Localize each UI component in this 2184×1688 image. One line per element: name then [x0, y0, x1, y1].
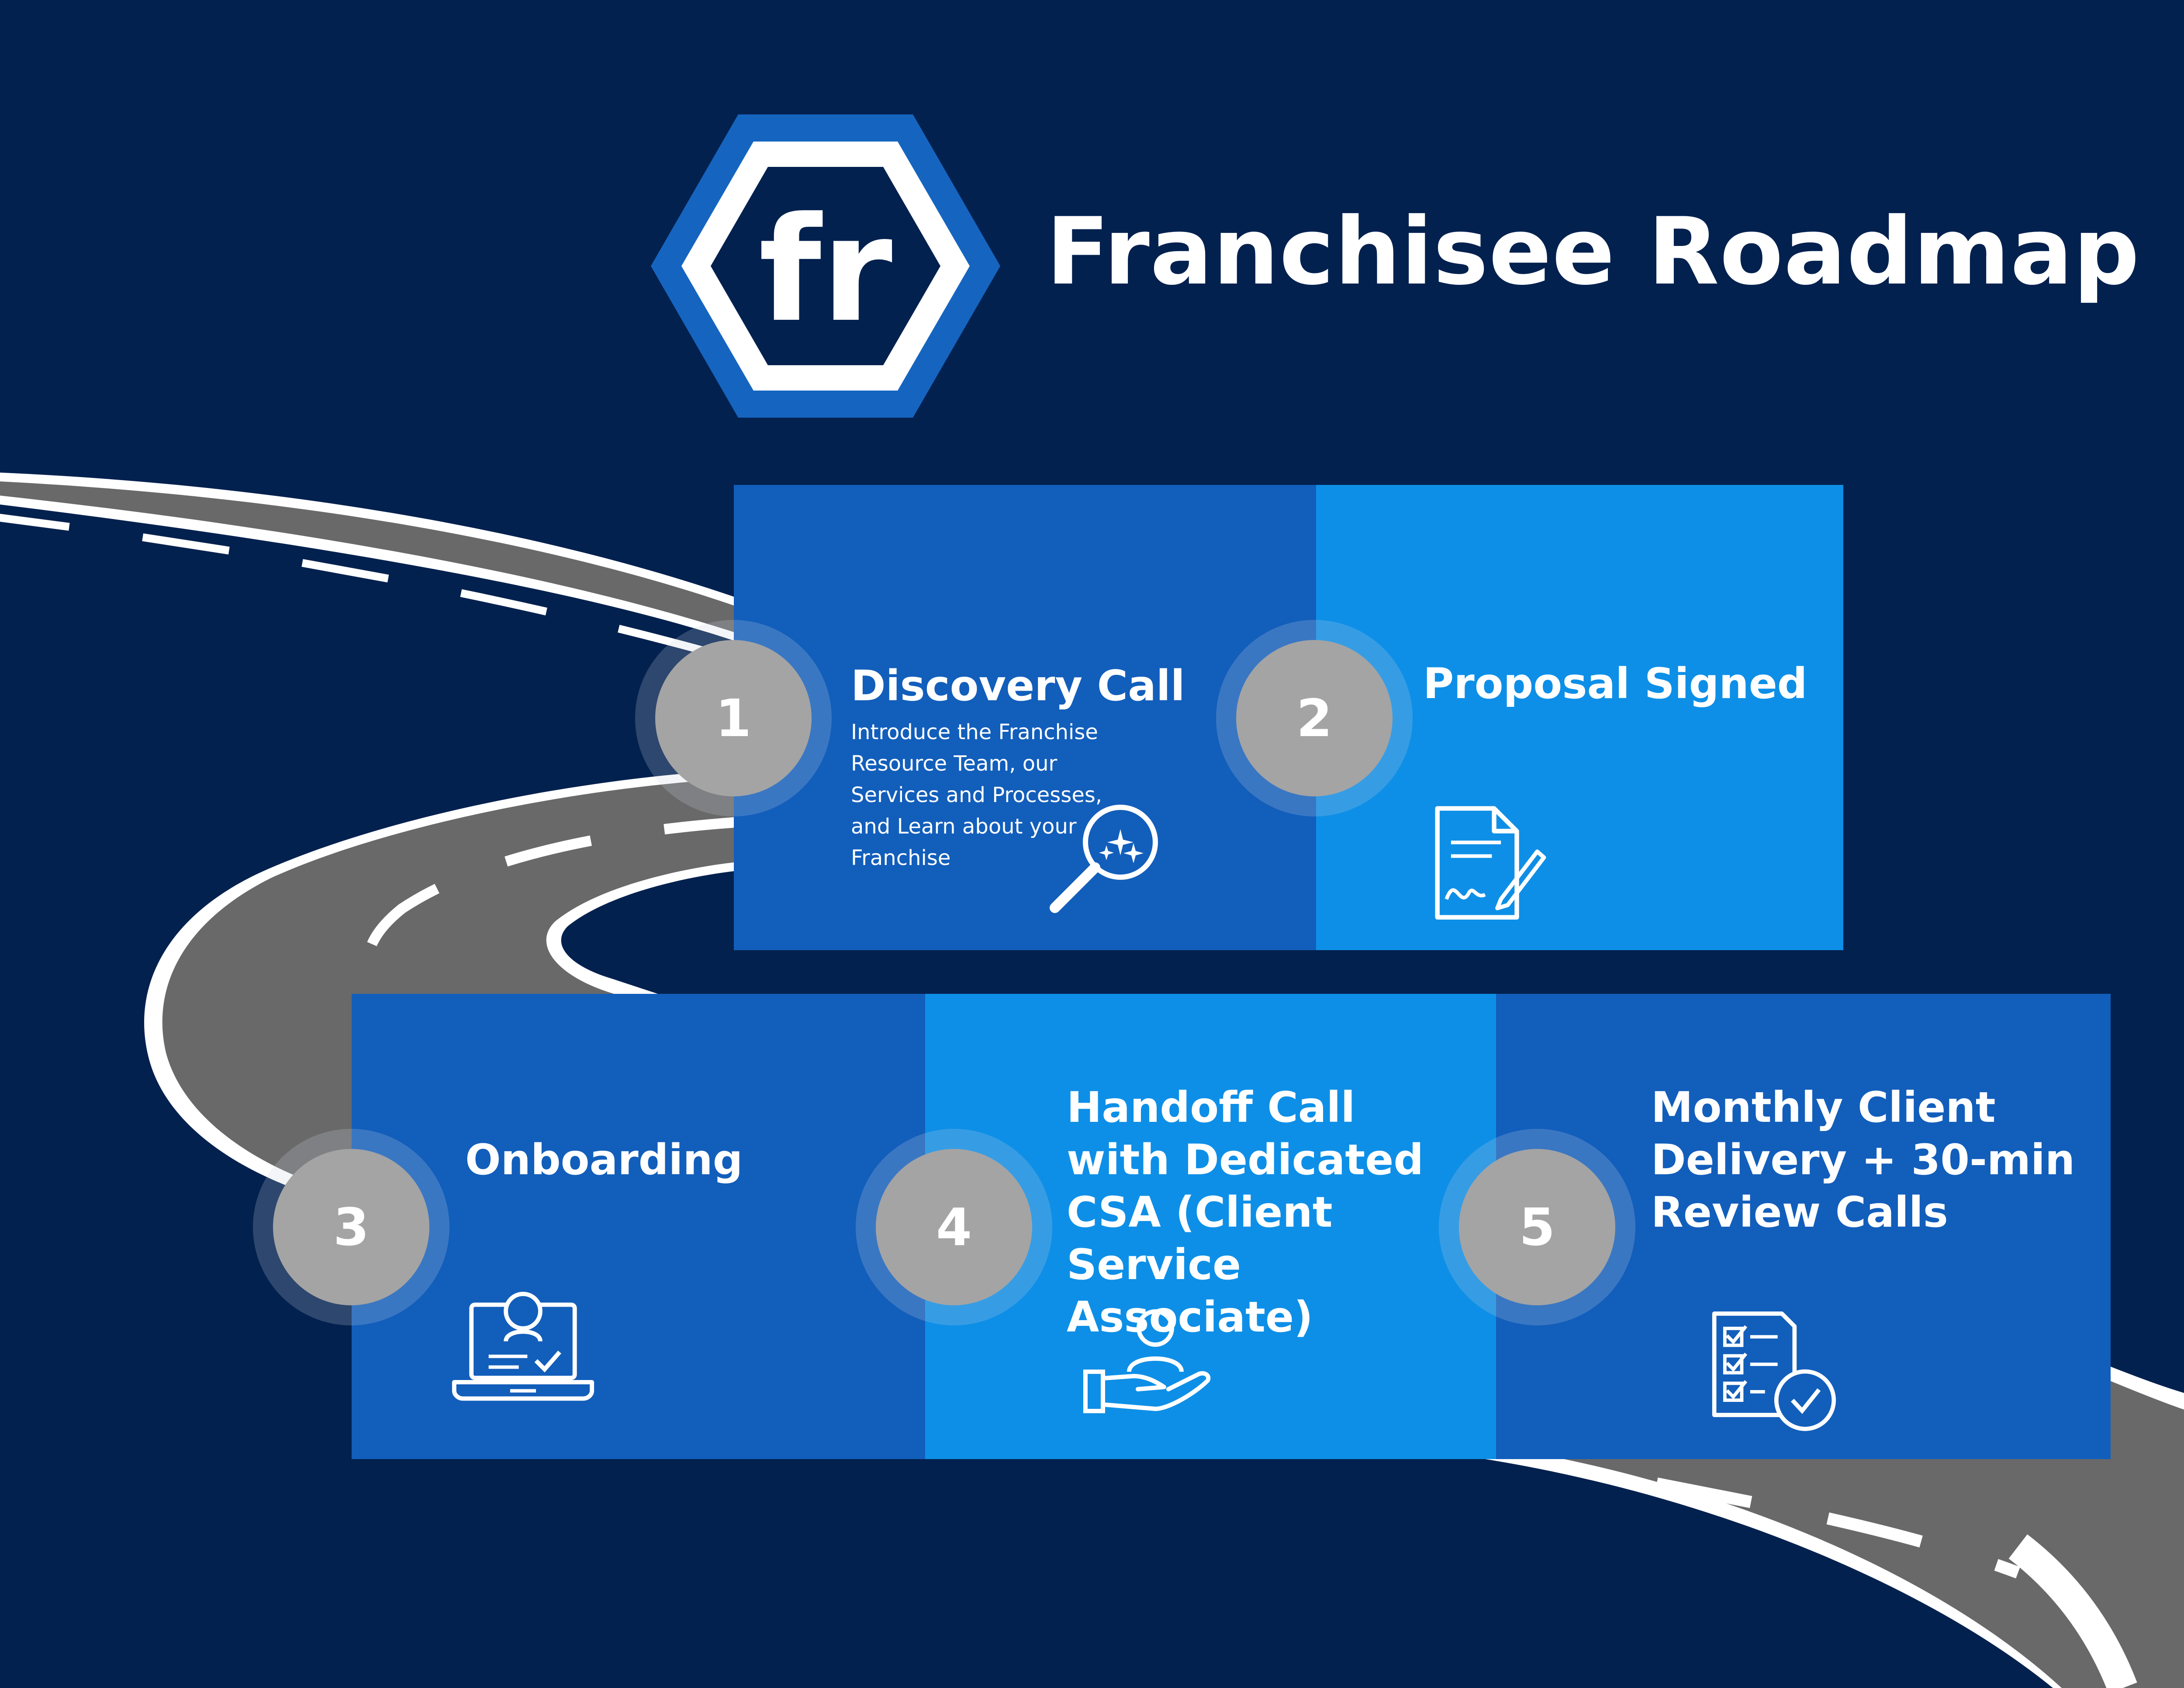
- step-2-title: Proposal Signed: [1423, 659, 1807, 708]
- step-3-number: 3: [273, 1149, 429, 1305]
- road-edge-bottom: [2008, 1534, 2137, 1688]
- road-center-line: [0, 513, 753, 668]
- step-3-title: Onboarding: [465, 1135, 743, 1184]
- logo-hexagon-core: [711, 167, 940, 365]
- logo-text: fr: [759, 186, 894, 354]
- step-1-number: 1: [655, 640, 812, 796]
- hand-person-icon: [1083, 1309, 1211, 1413]
- panel-step-3: [352, 994, 925, 1459]
- step-4-number: 4: [876, 1149, 1032, 1305]
- step-4-title: Handoff Call with Dedicated CSA (Client …: [1067, 1083, 1424, 1342]
- page-title: Franchisee Roadmap: [1046, 197, 2140, 305]
- fr-logo: fr: [651, 114, 1000, 418]
- laptop-person-check-icon: [452, 1292, 594, 1401]
- step-2-number: 2: [1236, 640, 1393, 796]
- step-1-title: Discovery Call: [851, 661, 1185, 710]
- step-5-title: Monthly Client Delivery + 30-min Review …: [1651, 1083, 2075, 1237]
- magnifier-sparkle-icon: [1050, 805, 1158, 913]
- step-1-description: Introduce the Franchise Resource Team, o…: [851, 720, 1102, 870]
- panel-step-1: [734, 485, 1316, 950]
- checklist-check-icon: [1712, 1311, 1836, 1431]
- panel-step-2: [1316, 485, 1843, 950]
- signed-document-icon: [1435, 806, 1546, 920]
- step-5-number: 5: [1459, 1149, 1615, 1305]
- road-center-line-3: [1484, 1444, 2020, 1579]
